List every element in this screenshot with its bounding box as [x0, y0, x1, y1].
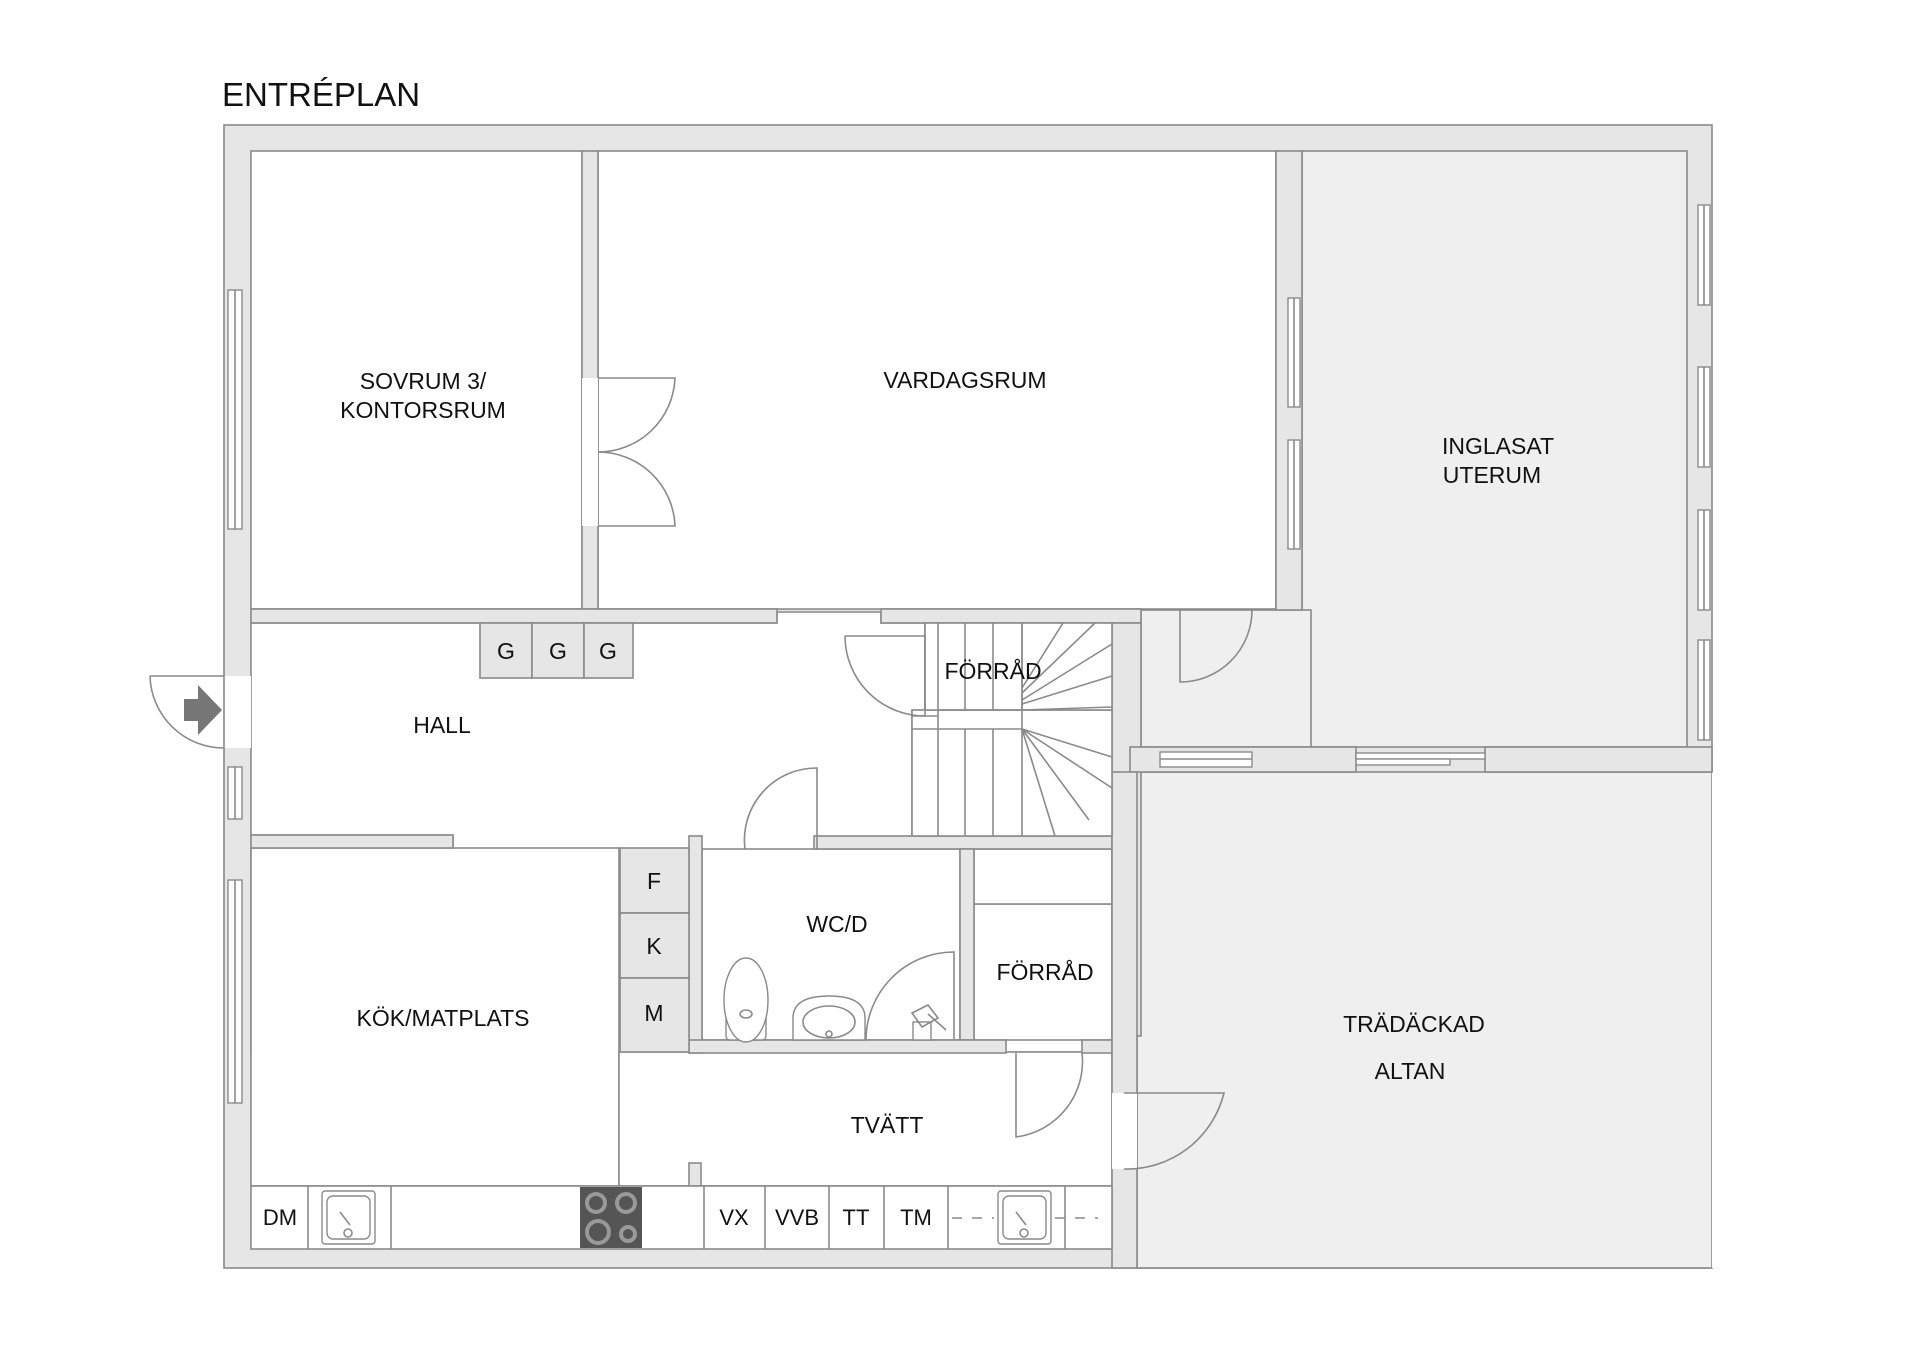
appliance-label: VVB [775, 1205, 819, 1230]
wall-stair-top [880, 608, 1142, 624]
glazed-room-floor [1301, 150, 1688, 748]
plan-title: ENTRÉPLAN [222, 76, 420, 113]
appliance-label: VX [719, 1205, 749, 1230]
appliance-label: DM [263, 1205, 297, 1230]
wc-door [743, 767, 818, 850]
room-label-storage-stairs: FÖRRÅD [944, 657, 1041, 684]
wall-deck-left [1111, 771, 1138, 1269]
wc-inner-door [865, 951, 955, 1041]
closet-column: F K M [619, 847, 690, 1053]
wall-hall-top [250, 608, 778, 624]
laundry-door [1112, 1092, 1226, 1170]
entrance-arrow-icon [184, 685, 222, 735]
room-label-laundry: TVÄTT [851, 1112, 924, 1138]
room-label-living: VARDAGSRUM [883, 367, 1046, 393]
appliance-label: TM [900, 1205, 932, 1230]
kitchen-counter [250, 1185, 1113, 1250]
wall-wc-top [813, 835, 1113, 850]
small-storage-door [1015, 1052, 1084, 1138]
deck-right-edge [1712, 772, 1720, 1268]
sliding-door-uterum [1159, 751, 1486, 768]
wardrobe-label: G [497, 638, 515, 664]
closet-label: F [647, 868, 661, 894]
windows-living [1287, 297, 1301, 550]
uterum-door [1179, 609, 1253, 683]
windows-left [227, 289, 243, 1104]
small-storage-shelf [973, 848, 1113, 905]
wall-wc-bottom [688, 1039, 1007, 1054]
appliance-label: TT [843, 1205, 870, 1230]
room-label-deck: TRÄDÄCKAD [1343, 1011, 1485, 1037]
double-door [582, 377, 676, 527]
toilet-icon [723, 957, 769, 1043]
wardrobe-label: G [549, 638, 567, 664]
wardrobe-label: G [599, 638, 617, 664]
closet-label: M [644, 1000, 663, 1026]
wall-wc-left [688, 835, 703, 1054]
entrance-door [149, 675, 251, 749]
room-label-uterum: INGLASAT [1442, 433, 1554, 459]
room-label-bedroom: SOVRUM 3/ [360, 368, 487, 394]
kitchen-floor [250, 847, 620, 1187]
laundry-sink-icon [952, 1190, 1098, 1245]
wall-uterum-bottom-right [1484, 746, 1713, 773]
kitchen-sink-icon [321, 1190, 376, 1245]
room-label-hall: HALL [413, 712, 471, 738]
bedroom-floor [250, 150, 583, 610]
room-label-kitchen: KÖK/MATPLATS [357, 1005, 530, 1031]
hob-icon [580, 1187, 642, 1248]
staircase [911, 622, 1113, 837]
room-label-deck: ALTAN [1375, 1058, 1446, 1084]
wall-hall-kitchen [250, 834, 454, 849]
wall-wc-right [959, 848, 975, 1041]
deck-area [1136, 771, 1713, 1269]
wall-storage-bottom [1081, 1039, 1113, 1054]
room-label-uterum: UTERUM [1443, 462, 1541, 488]
uterum-entry-floor [1140, 609, 1312, 748]
faucet-icon [910, 1003, 947, 1041]
storage-stairs-door [844, 635, 926, 717]
living-room-floor [597, 150, 1277, 610]
wall-laundry-stub [688, 1162, 702, 1187]
room-label-wc: WC/D [806, 911, 867, 937]
sink-icon [792, 995, 866, 1041]
room-label-bedroom: KONTORSRUM [340, 397, 506, 423]
windows-uterum [1697, 204, 1711, 741]
wardrobe-row: G G G [479, 622, 634, 679]
room-label-small-storage: FÖRRÅD [996, 958, 1093, 985]
closet-label: K [646, 933, 662, 959]
